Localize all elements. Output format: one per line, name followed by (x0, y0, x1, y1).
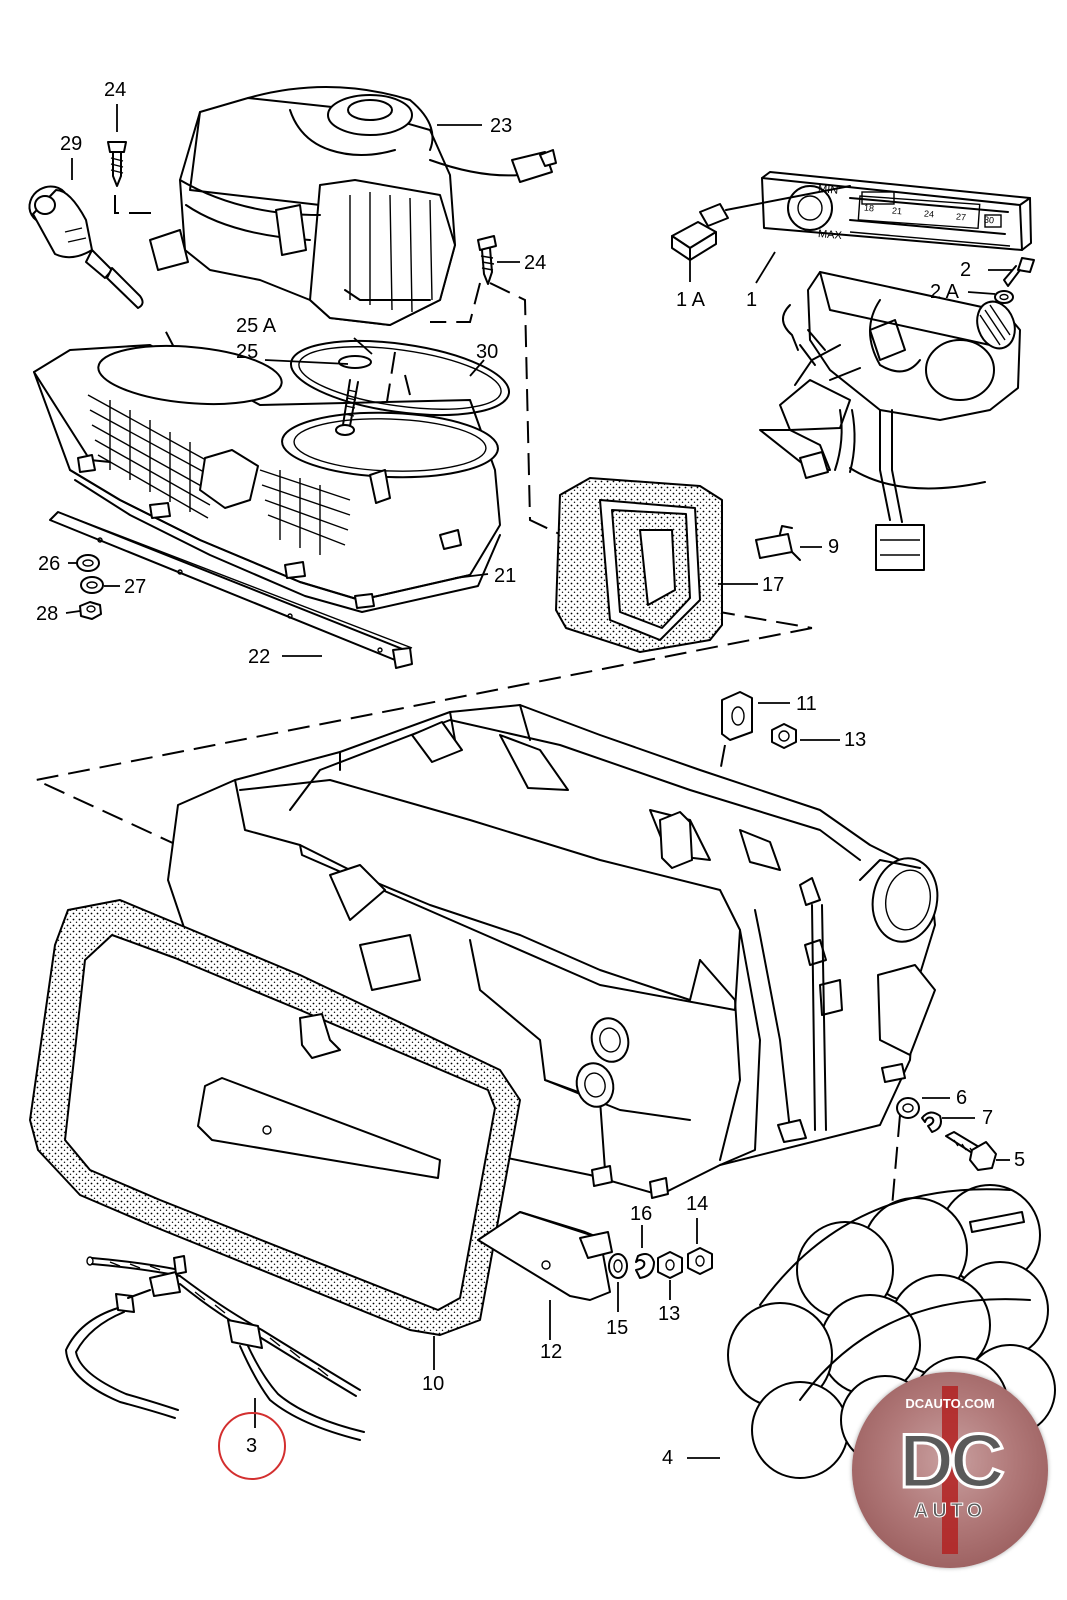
callout-5: 5 (1014, 1149, 1026, 1171)
panel-scale-21: 21 (891, 205, 903, 217)
callout-22: 22 (248, 646, 271, 668)
callout-11: 11 (796, 693, 817, 715)
part-22-strip (49, 511, 413, 669)
callout-14: 14 (686, 1193, 709, 1215)
part-25-bolt (335, 355, 372, 436)
panel-scale-30: 30 (983, 214, 995, 226)
callout-25a: 25 A (236, 315, 277, 337)
badge-sub-text: AUTO (913, 1500, 987, 1523)
dcauto-watermark-badge: DCAUTO.COM DC AUTO (852, 1372, 1048, 1568)
callout-24-top: 24 (104, 79, 127, 101)
panel-scale-24: 24 (923, 208, 935, 220)
callout-15: 15 (606, 1317, 629, 1339)
callout-29: 29 (60, 133, 83, 155)
callout-21: 21 (494, 565, 517, 587)
part-30-gasket (289, 340, 511, 416)
panel-scale-18: 18 (863, 202, 875, 214)
callout-27: 27 (124, 576, 147, 598)
callout-16: 16 (630, 1203, 653, 1225)
callout-6: 6 (956, 1087, 968, 1109)
badge-logo-text: DC (898, 1419, 1007, 1504)
part-2-screw (994, 257, 1035, 304)
callout-1: 1 (746, 289, 758, 311)
part-24-screw-mid (477, 235, 497, 285)
part-17-foam-duct (555, 477, 723, 653)
highlight-circle-part-3 (218, 1412, 286, 1480)
callout-7: 7 (982, 1107, 994, 1129)
part-13-nut-top (771, 723, 797, 749)
callout-13-top: 13 (844, 729, 867, 751)
part-29-actuator (28, 185, 144, 309)
callout-4: 4 (662, 1447, 674, 1469)
callout-1a: 1 A (676, 289, 705, 311)
callout-9: 9 (828, 536, 840, 558)
part-1-control-panel (761, 171, 1032, 251)
part-1-control-mechanism (759, 271, 1021, 571)
callout-30: 30 (476, 341, 499, 363)
part-11-clip (721, 691, 753, 741)
badge-url-text: DCAUTO.COM (905, 1396, 995, 1411)
part-24-screw-top (107, 141, 127, 187)
part-15-16-13-14-fasteners (608, 1247, 713, 1279)
panel-max-label: MAX (817, 227, 843, 243)
callout-10: 10 (422, 1373, 445, 1395)
part-10-foam-frame (29, 899, 521, 1336)
callout-2: 2 (960, 259, 972, 281)
callout-12: 12 (540, 1341, 563, 1363)
part-1a-connector (671, 185, 851, 261)
callout-24-mid: 24 (524, 252, 547, 274)
callout-2a: 2 A (930, 281, 959, 303)
callout-13-bottom: 13 (658, 1303, 681, 1325)
part-3-hoses (65, 1255, 365, 1441)
callout-23: 23 (490, 115, 513, 137)
part-9-switch (755, 525, 801, 561)
panel-scale-27: 27 (955, 211, 967, 223)
part-21-housing (33, 344, 501, 613)
part-26-27-28-fasteners (76, 554, 104, 620)
part-6-7-5-fasteners (896, 1097, 997, 1171)
callout-26: 26 (38, 553, 61, 575)
part-23-blower (149, 85, 557, 326)
callout-28: 28 (36, 603, 59, 625)
callout-25: 25 (236, 341, 259, 363)
badge-red-stripe (942, 1386, 958, 1554)
panel-min-label: MIN (817, 183, 839, 197)
part-12-bracket (477, 1211, 613, 1301)
callout-17: 17 (762, 574, 785, 596)
callout-3: 3 (246, 1435, 258, 1457)
